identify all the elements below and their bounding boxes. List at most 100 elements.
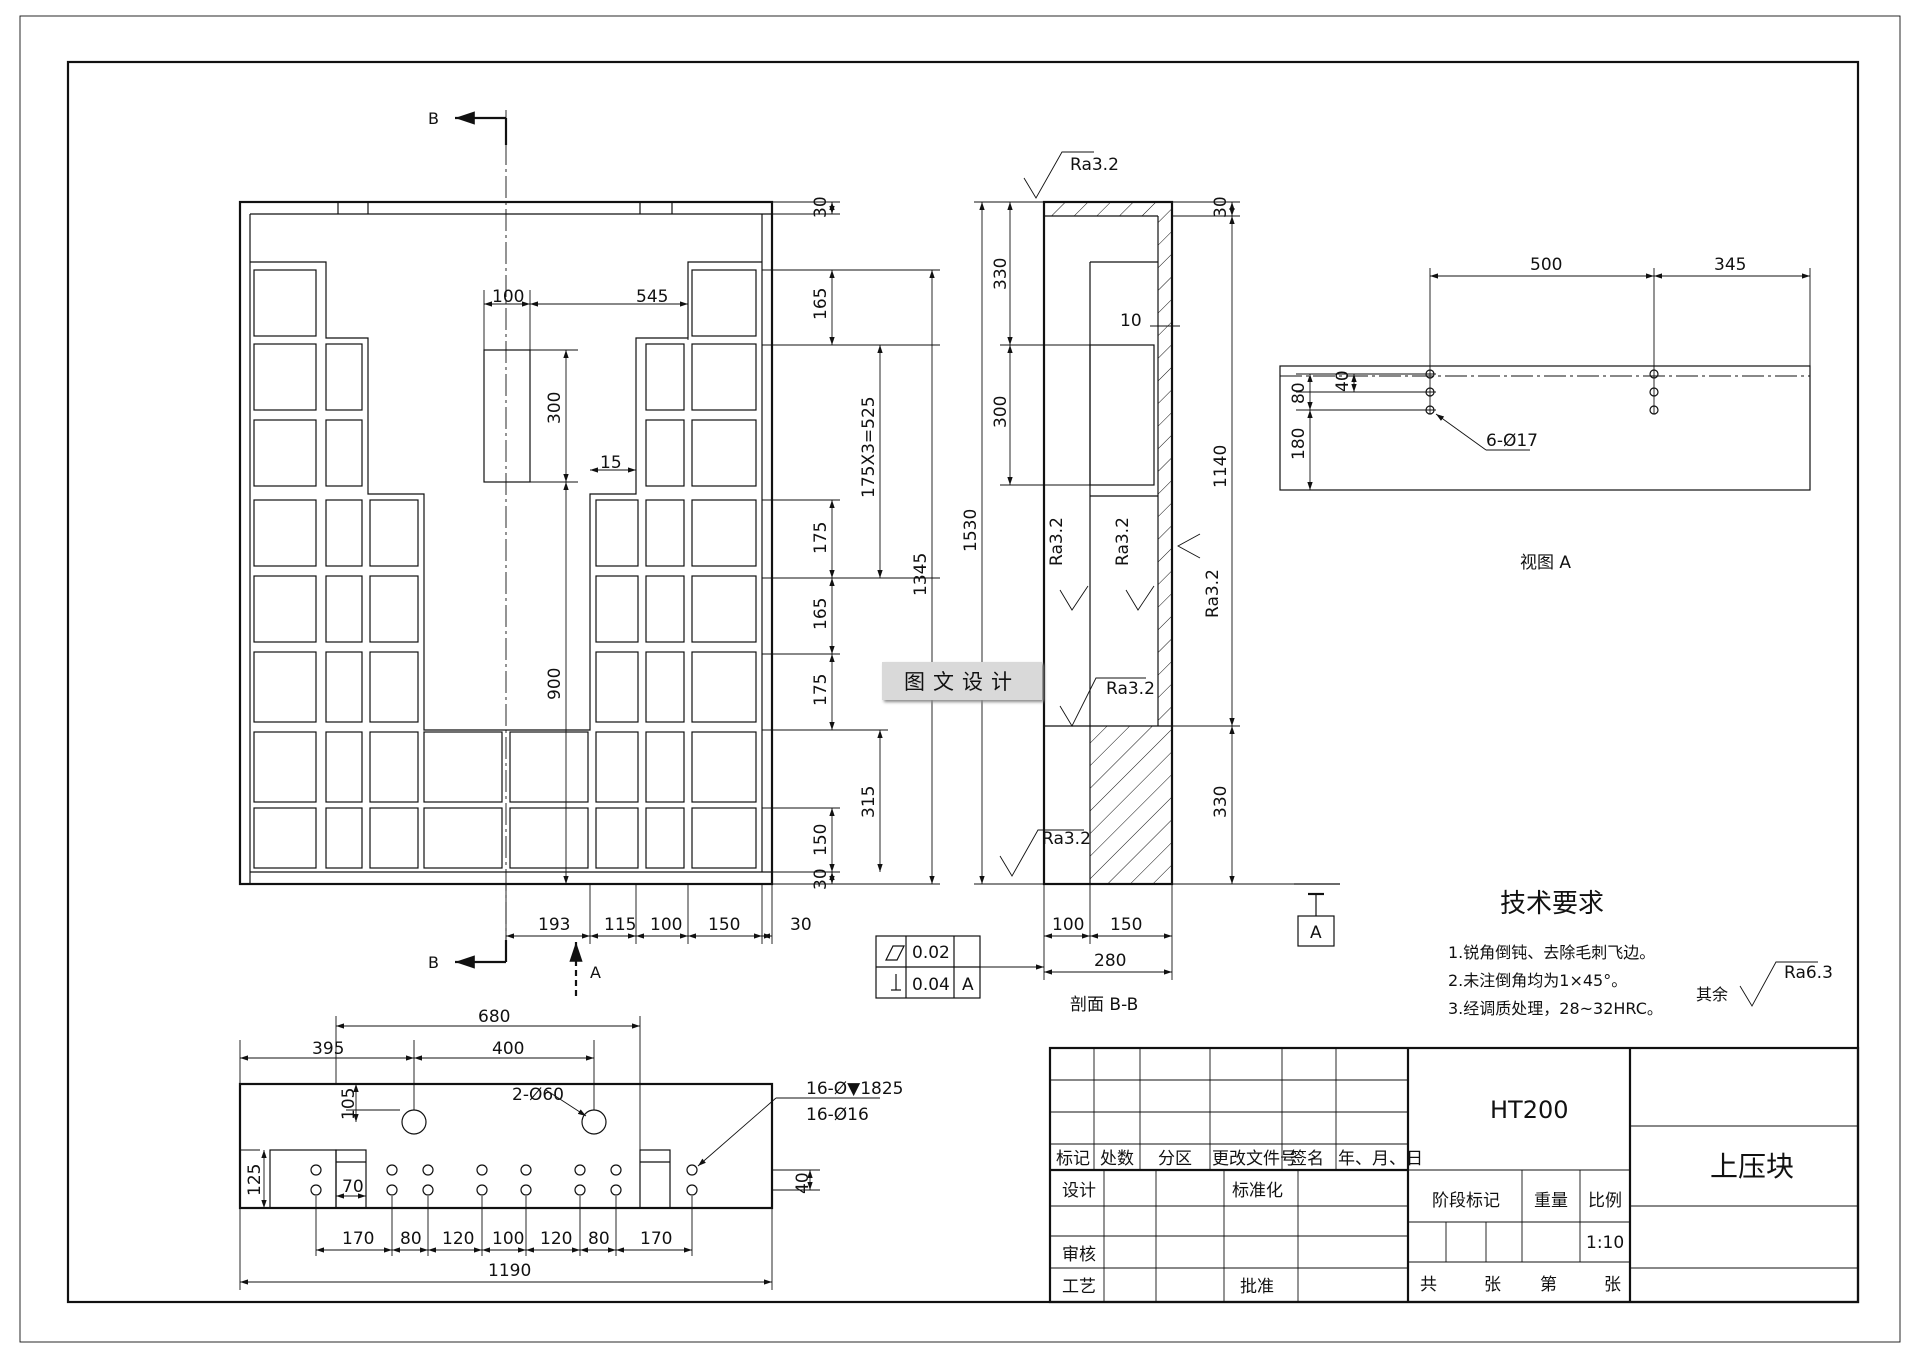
dim-330-bottom: 330 [1211, 786, 1231, 818]
dim-125: 125 [245, 1164, 265, 1196]
tolerance-value-1: 0.02 [912, 943, 950, 963]
dim-15: 15 [600, 453, 622, 473]
section-title: 剖面 B-B [1070, 995, 1138, 1015]
ra-left-2: Ra3.2 [1113, 517, 1133, 566]
tb-sheet-no: 第 [1540, 1275, 1557, 1295]
section-marker-b-bottom: B [428, 953, 439, 972]
tolerance-frame: 0.02 0.04 A [875, 935, 1044, 999]
dim-115: 115 [604, 915, 636, 935]
dim-1190: 1190 [488, 1261, 531, 1281]
tb-header-count: 处数 [1100, 1149, 1134, 1169]
tb-scale-label: 比例 [1588, 1191, 1622, 1211]
tb-design: 设计 [1062, 1181, 1096, 1201]
ra-left-1: Ra3.2 [1047, 517, 1067, 566]
rest-label: 其余 [1696, 985, 1728, 1004]
ra-right: Ra3.2 [1203, 569, 1223, 618]
dim-40: 40 [793, 1172, 813, 1194]
view-a: 500 345 40 80 180 6-Ø17 视图 A [1279, 255, 1811, 573]
dim-16-depth: 16-Ø▼1825 [806, 1079, 903, 1099]
ra-bottom: Ra3.2 [1042, 829, 1091, 849]
dim-170-right: 170 [640, 1229, 672, 1249]
dim-105: 105 [339, 1088, 359, 1120]
datum-a: A [1294, 883, 1340, 947]
tb-part-name: 上压块 [1710, 1150, 1794, 1183]
dim-165-b: 165 [811, 598, 831, 630]
dim-1140: 1140 [1211, 445, 1231, 488]
dim-1345: 1345 [911, 553, 931, 596]
dim-80-right: 80 [588, 1229, 610, 1249]
dim-30-bottom: 30 [811, 868, 831, 890]
tb-header-date: 年、月、日 [1338, 1149, 1423, 1169]
dim-175-a: 175 [811, 522, 831, 554]
tolerance-value-2: 0.04 [912, 975, 950, 995]
dim-30-r: 30 [790, 915, 812, 935]
dim-500: 500 [1530, 255, 1562, 275]
dim-180: 180 [1289, 428, 1309, 460]
tech-requirements: 技术要求 1.锐角倒钝、去除毛刺飞边。 2.未注倒角均为1×45°。 3.经调质… [1448, 889, 1833, 1018]
dim-1530: 1530 [961, 509, 981, 552]
tb-header-zone: 分区 [1158, 1149, 1192, 1169]
title-block: 标记 处数 分区 更改文件号 签名 年、月、日 设计 标准化 审核 工艺 批准 … [1048, 1046, 1860, 1304]
tb-header-change-doc: 更改文件号 [1212, 1149, 1297, 1169]
dim-150-b: 150 [708, 915, 740, 935]
dim-900: 900 [545, 668, 565, 700]
dim-100-b: 100 [650, 915, 682, 935]
dim-80: 80 [1289, 382, 1309, 404]
dim-193: 193 [538, 915, 570, 935]
dim-330-top: 330 [991, 258, 1011, 290]
dim-280: 280 [1094, 951, 1126, 971]
front-view: B B A 100 545 15 300 900 30 165 175X3=52… [238, 109, 940, 996]
view-a-title: 视图 A [1520, 553, 1571, 573]
tech-req-item-2: 2.未注倒角均为1×45°。 [1448, 971, 1627, 990]
dim-300: 300 [991, 396, 1011, 428]
dim-175-b: 175 [811, 674, 831, 706]
dim-30: 30 [1211, 196, 1231, 218]
tb-sheet-unit-2: 张 [1604, 1275, 1621, 1295]
tb-stage: 阶段标记 [1432, 1191, 1500, 1211]
tech-req-title: 技术要求 [1500, 889, 1604, 919]
dim-2-d60: 2-Ø60 [512, 1085, 564, 1105]
tb-standard: 标准化 [1232, 1181, 1283, 1201]
ra-middle: Ra3.2 [1106, 679, 1155, 699]
view-marker-a: A [590, 963, 601, 982]
dim-16-d16: 16-Ø16 [806, 1105, 869, 1125]
dim-100: 100 [492, 1229, 524, 1249]
tb-scale-value: 1:10 [1586, 1233, 1624, 1253]
dim-120-right: 120 [540, 1229, 572, 1249]
dim-300: 300 [545, 392, 565, 424]
tb-review: 审核 [1062, 1245, 1096, 1265]
dim-150: 150 [811, 824, 831, 856]
rest-roughness: Ra6.3 [1784, 963, 1833, 983]
tolerance-datum-2: A [962, 975, 974, 995]
tech-req-item-3: 3.经调质处理，28~32HRC。 [1448, 999, 1663, 1018]
top-view: 680 395 400 105 2-Ø60 16-Ø▼1825 16-Ø16 1… [238, 1007, 903, 1290]
section-marker-b-top: B [428, 109, 439, 128]
dim-100: 100 [1052, 915, 1084, 935]
tb-process: 工艺 [1062, 1277, 1096, 1297]
tb-material: HT200 [1490, 1096, 1569, 1124]
dim-120-left: 120 [442, 1229, 474, 1249]
dim-10: 10 [1120, 311, 1142, 331]
tb-approve: 批准 [1240, 1277, 1274, 1297]
datum-label: A [1310, 923, 1322, 943]
section-b-b: 10 30 330 300 1530 1140 330 100 150 280 … [961, 151, 1320, 1015]
ra-top: Ra3.2 [1070, 155, 1119, 175]
tb-sheet-total: 共 [1420, 1275, 1437, 1295]
tb-header-signature: 签名 [1290, 1149, 1324, 1169]
dim-395: 395 [312, 1039, 344, 1059]
dim-345: 345 [1714, 255, 1746, 275]
tb-header-mark: 标记 [1056, 1149, 1090, 1169]
dim-40: 40 [1333, 370, 1353, 392]
tech-req-item-1: 1.锐角倒钝、去除毛刺飞边。 [1448, 943, 1655, 962]
dim-165-a: 165 [811, 288, 831, 320]
inner-frame [66, 60, 1860, 1304]
tb-sheet-unit-1: 张 [1484, 1275, 1501, 1295]
dim-400: 400 [492, 1039, 524, 1059]
outer-border [19, 15, 1901, 1343]
dim-170-left: 170 [342, 1229, 374, 1249]
dim-80-left: 80 [400, 1229, 422, 1249]
dim-30-top: 30 [811, 196, 831, 218]
watermark: 图文设计 [882, 662, 1042, 700]
holes-6-d17: 6-Ø17 [1486, 431, 1538, 451]
